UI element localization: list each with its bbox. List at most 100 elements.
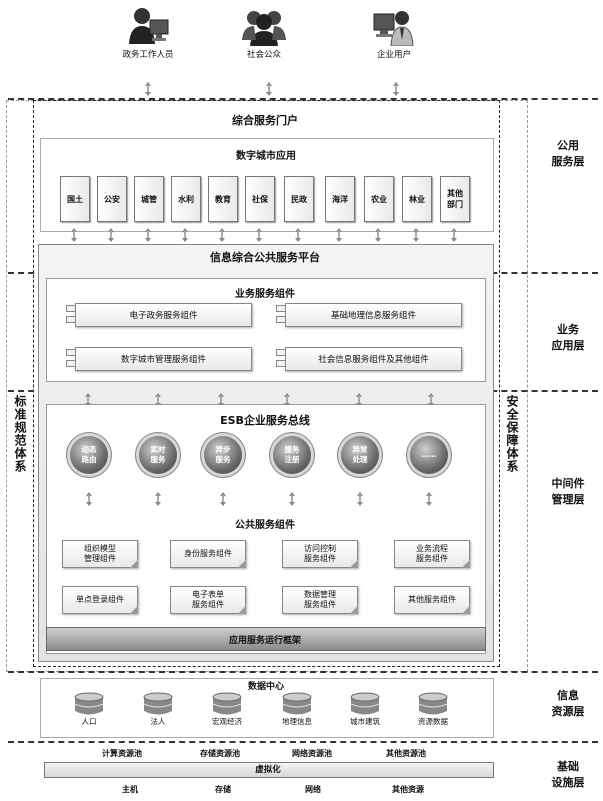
layer-label-public: 公用 服务层: [551, 139, 585, 168]
public-component-label: 单点登录组件: [76, 595, 124, 604]
platform-frame: [33, 100, 500, 667]
dept-item: 公安: [97, 176, 127, 222]
infra-resource: 网络: [305, 785, 321, 794]
digital-city-title: 数字城市应用: [236, 151, 296, 162]
gear-dynamic-routing: 动态 路由: [70, 436, 108, 474]
public-component-item: 其他服务组件: [394, 586, 470, 614]
db-label: 法人: [150, 717, 166, 726]
public-component-label: 电子表单 服务组件: [192, 590, 224, 609]
dept-item: 民政: [284, 176, 314, 222]
gear-arrow: [220, 492, 226, 506]
infra-resource: 存储: [215, 785, 231, 794]
database-icon: [143, 692, 173, 715]
dept-arrow: [256, 228, 262, 242]
dept-item: 林业: [402, 176, 432, 222]
database-icon: [74, 692, 104, 715]
virtualization-title: 虚拟化: [255, 765, 281, 775]
layer-divider: [8, 98, 598, 100]
public-component-item: 组织模型 管理组件: [62, 540, 138, 568]
db-geo-info: 地理信息: [282, 692, 312, 727]
layer-label-resource: 信息 资源层: [551, 689, 585, 718]
user-arrow: [266, 82, 272, 96]
public-component-label: 身份服务组件: [184, 549, 232, 558]
user-public: 社会公众: [224, 6, 304, 60]
gear-arrow: [357, 492, 363, 506]
user-label: 政务工作人员: [122, 50, 174, 60]
db-macro-economy: 宏观经济: [212, 692, 242, 727]
runtime-title: 应用服务运行框架: [228, 636, 301, 646]
public-component-label: 其他服务组件: [408, 595, 456, 604]
business-component-item: 数字城市管理服务组件: [75, 347, 252, 371]
infra-pool: 其他资源池: [386, 749, 426, 758]
db-resource-data: 资源数据: [418, 692, 448, 727]
layer-label-middleware: 中间件 管理层: [551, 477, 585, 506]
infra-pool: 存储资源池: [200, 749, 240, 758]
business-component-item: 电子政务服务组件: [75, 303, 252, 327]
fold-decoration: [238, 560, 246, 568]
gear-service-registry: 服务 注册: [273, 436, 311, 474]
virtualization-bar: [44, 762, 494, 778]
dept-arrow: [375, 228, 381, 242]
database-icon: [212, 692, 242, 715]
layer-divider: [8, 671, 598, 673]
db-label: 人口: [81, 717, 97, 726]
esb-title: ESB企业服务总线: [220, 414, 310, 427]
dept-arrow: [182, 228, 188, 242]
gear-more: ……: [410, 436, 448, 474]
public-component-label: 业务流程 服务组件: [416, 544, 448, 563]
db-label: 宏观经济: [212, 717, 242, 726]
gear-arrow: [86, 492, 92, 506]
dept-item: 其他 部门: [440, 176, 470, 222]
government-worker-icon: [129, 8, 169, 44]
business-component-item: 社会信息服务组件及其他组件: [285, 347, 462, 371]
db-legal-entity: 法人: [143, 692, 173, 727]
dept-item: 水利: [171, 176, 201, 222]
gear-async-service: 异步 服务: [204, 436, 242, 474]
fold-decoration: [130, 606, 138, 614]
dept-arrow: [71, 228, 77, 242]
db-label: 资源数据: [418, 717, 448, 726]
layer-label-infrastructure: 基础 设施层: [551, 760, 585, 789]
infra-pool: 网络资源池: [292, 749, 332, 758]
public-component-item: 业务流程 服务组件: [394, 540, 470, 568]
dept-arrow: [108, 228, 114, 242]
platform-title: 信息综合公共服务平台: [210, 251, 320, 264]
gear-arrow: [289, 492, 295, 506]
enterprise-user-icon: [373, 11, 414, 46]
fold-decoration: [238, 606, 246, 614]
db-population: 人口: [74, 692, 104, 727]
dept-item: 海洋: [325, 176, 355, 222]
fold-decoration: [350, 606, 358, 614]
db-label: 地理信息: [282, 717, 312, 726]
runtime-bar: [46, 627, 486, 651]
database-icon: [282, 692, 312, 715]
infra-pool: 计算资源池: [102, 749, 142, 758]
dept-arrow: [336, 228, 342, 242]
layer-label-business: 业务 应用层: [551, 323, 585, 352]
public-component-item: 电子表单 服务组件: [170, 586, 246, 614]
dept-item: 教育: [208, 176, 238, 222]
dept-item: 农业: [364, 176, 394, 222]
data-center-box: [40, 678, 494, 738]
fold-decoration: [462, 560, 470, 568]
standards-system-label: 标准规范体系: [13, 395, 27, 473]
public-component-label: 访问控制 服务组件: [304, 544, 336, 563]
portal-title: 综合服务门户: [232, 114, 298, 127]
public-component-label: 数据管理 服务组件: [304, 590, 336, 609]
data-center-title: 数据中心: [247, 682, 284, 692]
dept-item: 社保: [245, 176, 275, 222]
db-city-building: 城市建筑: [350, 692, 380, 727]
user-label: 企业用户: [376, 50, 411, 60]
security-system-label: 安全保障体系: [505, 395, 519, 473]
dept-arrow: [413, 228, 419, 242]
dept-arrow: [295, 228, 301, 242]
gear-realtime-service: 实时 服务: [139, 436, 177, 474]
public-group-icon: [242, 11, 286, 46]
public-components-title: 公共服务组件: [235, 520, 295, 531]
user-label: 社会公众: [246, 50, 281, 60]
public-component-item: 访问控制 服务组件: [282, 540, 358, 568]
database-icon: [350, 692, 380, 715]
infra-resource: 主机: [122, 785, 138, 794]
public-component-item: 单点登录组件: [62, 586, 138, 614]
public-component-label: 组织模型 管理组件: [84, 544, 116, 563]
